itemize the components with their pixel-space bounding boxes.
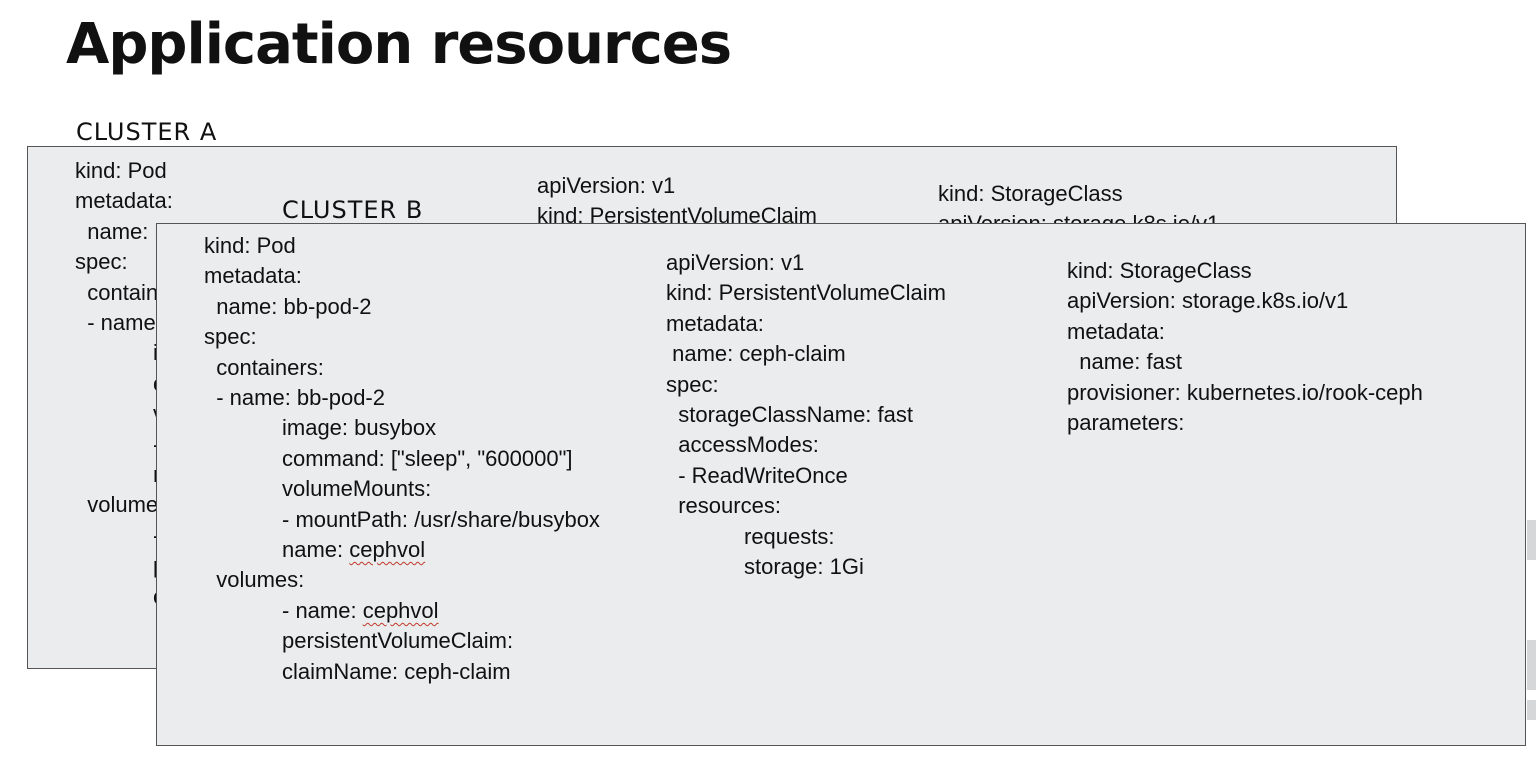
yaml-line: spec:: [204, 324, 257, 350]
yaml-line: kind: StorageClass: [938, 181, 1123, 206]
edge-decoration: [1527, 640, 1536, 690]
spellcheck-underline: cephvol: [349, 537, 426, 562]
yaml-line: kind: Pod: [75, 158, 167, 183]
yaml-line: name: cephvol: [282, 537, 426, 562]
cluster-a-label: CLUSTER A: [76, 118, 218, 146]
edge-decoration: [1527, 700, 1536, 720]
slide-title: Application resources: [66, 12, 732, 77]
yaml-line: apiVersion: v1: [537, 173, 676, 198]
yaml-line: resources:: [666, 493, 781, 519]
yaml-line: metadata:: [75, 188, 173, 214]
yaml-line: accessModes:: [666, 432, 819, 458]
cluster-b-panel: kind: Pod metadata: name: bb-pod-2 spec: c…: [156, 223, 1526, 746]
yaml-line: requests:: [744, 523, 835, 549]
yaml-line: persistentVolumeClaim:: [282, 628, 514, 654]
yaml-line: metadata:: [204, 263, 302, 289]
yaml-line: - ReadWriteOnce: [666, 462, 848, 488]
yaml-line: metadata:: [666, 310, 764, 336]
yaml-line: volumes:: [204, 567, 305, 593]
yaml-line: apiVersion: storage.k8s.io/v1: [1067, 288, 1349, 314]
yaml-line: kind: Pod: [204, 233, 296, 258]
yaml-line: kind: PersistentVolumeClaim: [666, 280, 947, 306]
yaml-line: metadata:: [1067, 318, 1165, 344]
cluster-b-label: CLUSTER B: [282, 196, 424, 224]
yaml-line: name: bb-pod-2: [204, 293, 372, 319]
yaml-line: parameters:: [1067, 410, 1185, 435]
yaml-line: apiVersion: v1: [666, 250, 805, 275]
yaml-line: volumeMounts:: [282, 476, 432, 502]
yaml-line: storage: 1Gi: [744, 554, 864, 579]
yaml-line: containers:: [204, 354, 324, 380]
yaml-line: - name: bb-pod-2: [204, 385, 385, 410]
yaml-line: storageClassName: fast: [666, 402, 913, 427]
yaml-line: provisioner: kubernetes.io/rook-ceph: [1067, 379, 1423, 405]
spellcheck-underline: cephvol: [362, 597, 439, 623]
yaml-line: spec:: [75, 249, 128, 275]
yaml-line: - name: cephvol: [282, 597, 439, 623]
yaml-line: claimName: ceph-claim: [282, 658, 511, 684]
yaml-line: name: fast: [1067, 349, 1182, 375]
yaml-line: name: ceph-claim: [666, 341, 846, 367]
yaml-line: command: ["sleep", "600000"]: [282, 445, 573, 471]
yaml-line: kind: StorageClass: [1067, 258, 1252, 283]
yaml-line: spec:: [666, 371, 719, 397]
edge-decoration: [1527, 520, 1536, 560]
yaml-line: - mountPath: /usr/share/busybox: [282, 506, 600, 532]
yaml-line: image: busybox: [282, 415, 437, 441]
